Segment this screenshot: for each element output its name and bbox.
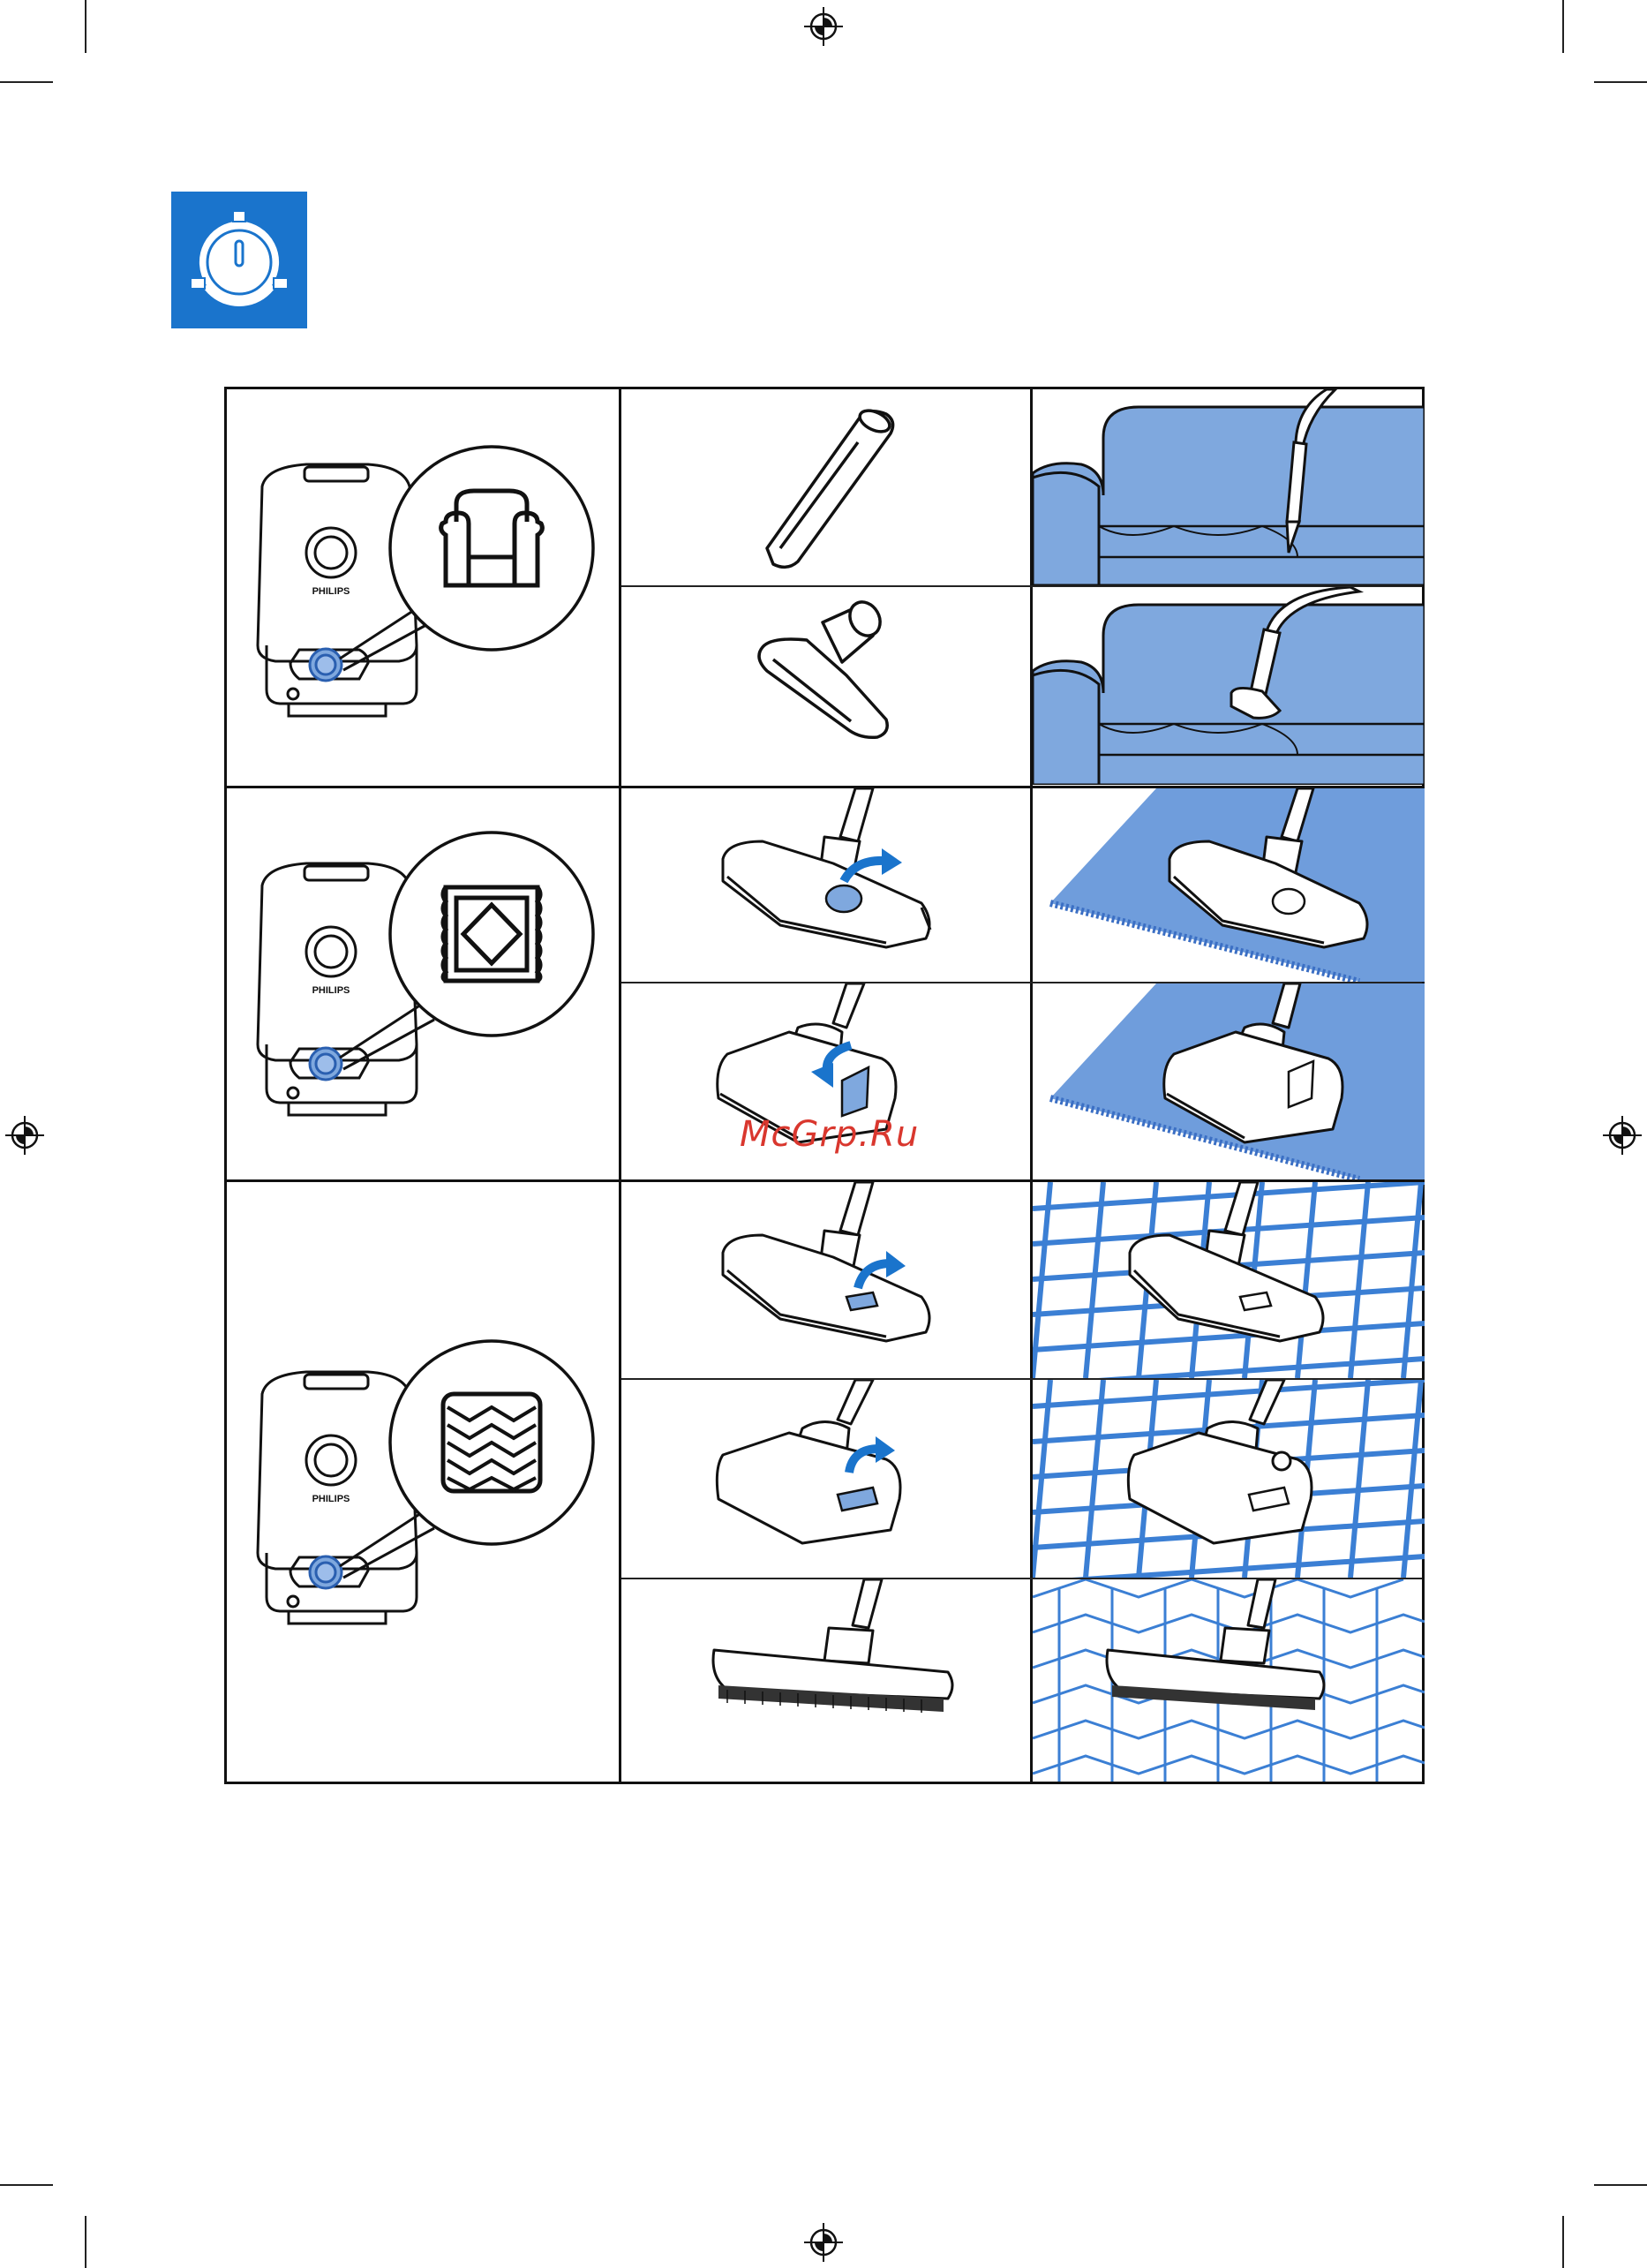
tool-parquet-brush: [621, 1579, 1030, 1782]
parquet-icon: [443, 1394, 540, 1491]
crop-mark: [1562, 2216, 1564, 2268]
usage-grid: PHILIPS: [224, 387, 1425, 1784]
registration-mark-icon: [1603, 1116, 1642, 1155]
registration-mark-icon: [804, 7, 843, 46]
multi-nozzle-icon: [621, 1380, 1030, 1578]
surface-carpet-2: [1033, 983, 1425, 1179]
carpet-surface-icon: [1033, 983, 1425, 1179]
tile-floor-icon: [1033, 1182, 1425, 1378]
crevice-tool-icon: [621, 389, 1030, 585]
registration-mark-icon: [804, 2223, 843, 2262]
crop-mark: [85, 2216, 86, 2268]
setting-cell-hard-floor: PHILIPS: [227, 1182, 619, 1782]
setting-cell-upholstery: PHILIPS: [227, 389, 619, 786]
carpet-surface-icon: [1033, 788, 1425, 982]
surface-tiles-2: [1033, 1380, 1425, 1578]
brand-label: PHILIPS: [312, 985, 350, 996]
vacuum-cleaner-icon: PHILIPS: [227, 1182, 619, 1782]
surface-parquet: [1033, 1579, 1425, 1782]
crop-mark: [85, 0, 86, 53]
tile-floor-icon: [1033, 1380, 1425, 1578]
crop-mark: [0, 2184, 53, 2186]
floor-nozzle-icon: [621, 1182, 1030, 1378]
tool-crevice: [621, 389, 1030, 585]
setting-cell-carpet: PHILIPS: [227, 788, 619, 1179]
crop-mark: [1562, 0, 1564, 53]
upholstery-nozzle-icon: [621, 587, 1030, 785]
parquet-brush-icon: [621, 1579, 1030, 1782]
tool-floor-nozzle-carpet: [621, 788, 1030, 982]
brand-label: PHILIPS: [312, 1494, 350, 1504]
crop-mark: [1594, 81, 1647, 83]
sofa-icon: [1033, 389, 1425, 585]
surface-tiles-1: [1033, 1182, 1425, 1378]
power-dial-badge: [171, 192, 307, 328]
crop-mark: [1594, 2184, 1647, 2186]
parquet-floor-icon: [1033, 1579, 1425, 1782]
vacuum-cleaner-icon: PHILIPS: [227, 788, 619, 1179]
crop-mark: [0, 81, 53, 83]
tool-multi-nozzle-hard-floor: [621, 1380, 1030, 1578]
surface-sofa-2: [1033, 587, 1425, 785]
surface-carpet-1: [1033, 788, 1425, 982]
brand-label: PHILIPS: [312, 586, 350, 597]
vacuum-cleaner-icon: PHILIPS: [227, 389, 619, 786]
watermark-text: McGrp.Ru: [740, 1114, 919, 1155]
tool-floor-nozzle-hard-floor: [621, 1182, 1030, 1378]
power-dial-icon: [171, 192, 307, 328]
sofa-icon: [1033, 587, 1425, 785]
registration-mark-icon: [5, 1116, 44, 1155]
floor-nozzle-icon: [621, 788, 1030, 982]
tool-upholstery-nozzle: [621, 587, 1030, 785]
surface-sofa-1: [1033, 389, 1425, 585]
